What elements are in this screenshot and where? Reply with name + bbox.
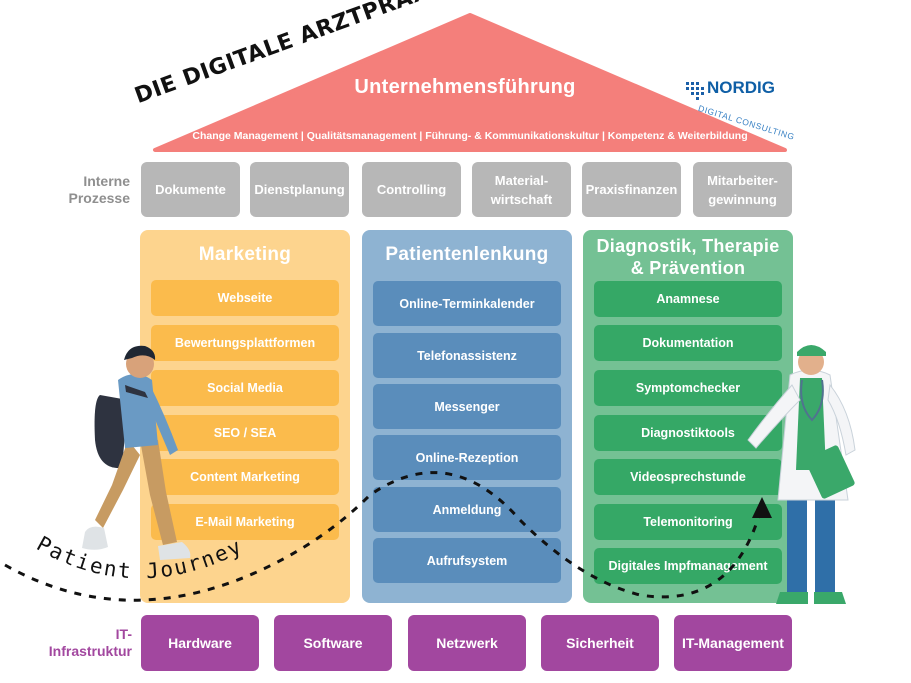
pillar-diagnostik: Diagnostik, Therapie & Prävention Anamne… [583,230,793,603]
process-mitarbeitergewinnung: Mitarbeiter-gewinnung [693,162,792,217]
pillar-patientenlenkung-title: Patientenlenkung [385,244,549,265]
process-materialwirtschaft: Material-wirtschaft [472,162,571,217]
diagnostik-item-diagnostiktools: Diagnostiktools [594,415,782,451]
pillar-patientenlenkung: Patientenlenkung Online-Terminkalender T… [362,230,572,603]
process-dokumente: Dokumente [141,162,240,217]
journey-arrow-icon [752,497,772,518]
interne-prozesse-label-line1: Interne [83,173,130,189]
infra-hardware: Hardware [141,615,259,671]
lenkung-item-online-terminkalender: Online-Terminkalender [373,281,561,326]
roof-title: Unternehmensführung [354,76,576,98]
diagnostik-item-dokumentation: Dokumentation [594,325,782,361]
lenkung-item-online-rezeption: Online-Rezeption [373,435,561,480]
lenkung-item-anmeldung: Anmeldung [373,487,561,532]
marketing-item-webseite: Webseite [151,280,339,316]
diagnostik-item-digitales-impfmanagement: Digitales Impfmanagement [594,548,782,584]
infra-it-management: IT-Management [674,615,792,671]
marketing-item-content-marketing: Content Marketing [151,459,339,495]
process-dienstplanung: Dienstplanung [250,162,349,217]
lenkung-item-messenger: Messenger [373,384,561,429]
pillar-marketing-title: Marketing [198,244,292,265]
pillar-diagnostik-title-line2: & Prävention [630,258,746,278]
diagnostik-item-symptomchecker: Symptomchecker [594,370,782,406]
process-controlling: Controlling [362,162,461,217]
pillar-diagnostik-title: Diagnostik, Therapie & Prävention [583,235,793,279]
diagnostik-item-anamnese: Anamnese [594,281,782,317]
it-infrastruktur-label-line2: Infrastruktur [48,643,132,659]
marketing-item-social-media: Social Media [151,370,339,406]
marketing-item-seo-sea: SEO / SEA [151,415,339,451]
marketing-item-email-marketing: E-Mail Marketing [151,504,339,540]
journey-label-text: Patient Journey [33,532,245,584]
it-infrastruktur-label: IT- Infrastruktur [20,626,132,660]
pillar-diagnostik-title-line1: Diagnostik, Therapie [596,236,780,256]
lenkung-item-telefonassistenz: Telefonassistenz [373,333,561,378]
infra-netzwerk: Netzwerk [408,615,526,671]
roof-subtitle: Change Management | Qualitätsmanagement … [192,130,748,142]
marketing-item-bewertungsplattformen: Bewertungsplattformen [151,325,339,361]
diagnostik-item-telemonitoring: Telemonitoring [594,504,782,540]
lenkung-item-aufrufsystem: Aufrufsystem [373,538,561,583]
logo-name: NORDIG [707,78,775,97]
process-praxisfinanzen: Praxisfinanzen [582,162,681,217]
interne-prozesse-label: Interne Prozesse [40,173,130,207]
interne-prozesse-label-line2: Prozesse [68,190,130,206]
diagnostik-item-videosprechstunde: Videosprechstunde [594,459,782,495]
svg-text:Patient Journey: Patient Journey [33,532,247,584]
it-infrastruktur-label-line1: IT- [115,626,132,642]
infra-sicherheit: Sicherheit [541,615,659,671]
pillar-marketing: Marketing Webseite Bewertungsplattformen… [140,230,350,603]
infra-software: Software [274,615,392,671]
